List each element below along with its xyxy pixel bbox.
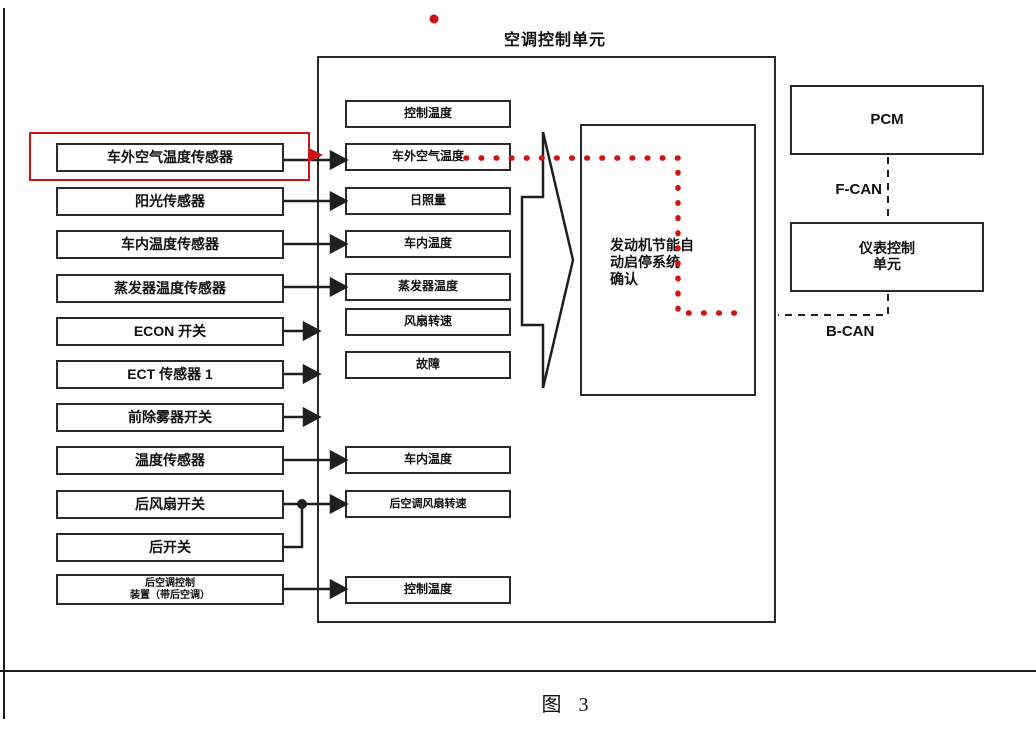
input-box-sunlight-amount: 日照量 — [345, 187, 511, 215]
pcm-box: PCM — [790, 85, 984, 155]
diagram-title: 空调控制单元 — [503, 32, 606, 49]
left-box-incar-temp-sensor: 车内温度传感器 — [56, 230, 284, 259]
b-can-label: B-CAN — [826, 323, 875, 340]
input-box-fault: 故障 — [345, 351, 511, 379]
left-box-rear-switch: 后开关 — [56, 533, 284, 562]
engine-autostop-label: 发动机节能自 动启停系统 确认 — [610, 237, 694, 287]
input-box-control-temp-2: 控制温度 — [345, 576, 511, 604]
left-box-front-defogger-switch: 前除雾器开关 — [56, 403, 284, 432]
left-box-temp-sensor: 温度传感器 — [56, 446, 284, 475]
left-box-ect-sensor-1: ECT 传感器 1 — [56, 360, 284, 389]
input-box-fan-speed: 风扇转速 — [345, 308, 511, 336]
figure-number-label: 图 3 — [541, 694, 595, 716]
f-can-label: F-CAN — [835, 181, 882, 198]
left-box-rear-ac-control: 后空调控制 装置（带后空调） — [56, 574, 284, 605]
input-box-rear-ac-fan-speed: 后空调风扇转速 — [345, 490, 511, 518]
input-box-incar-temp: 车内温度 — [345, 230, 511, 258]
page-border-left — [3, 8, 5, 719]
left-box-evaporator-temp-sensor: 蒸发器温度传感器 — [56, 274, 284, 303]
input-box-outside-air-temp: 车外空气温度 — [345, 143, 511, 171]
input-box-incar-temp-2: 车内温度 — [345, 446, 511, 474]
input-box-evaporator-temp: 蒸发器温度 — [345, 273, 511, 301]
left-box-rear-fan-switch: 后风扇开关 — [56, 490, 284, 519]
left-box-econ-switch: ECON 开关 — [56, 317, 284, 346]
left-box-sunlight-sensor: 阳光传感器 — [56, 187, 284, 216]
meter-control-unit-box: 仪表控制 单元 — [790, 222, 984, 292]
left-box-outside-air-temp-sensor: 车外空气温度传感器 — [56, 143, 284, 172]
figure-separator-line — [0, 670, 1036, 672]
input-box-control-temp: 控制温度 — [345, 100, 511, 128]
